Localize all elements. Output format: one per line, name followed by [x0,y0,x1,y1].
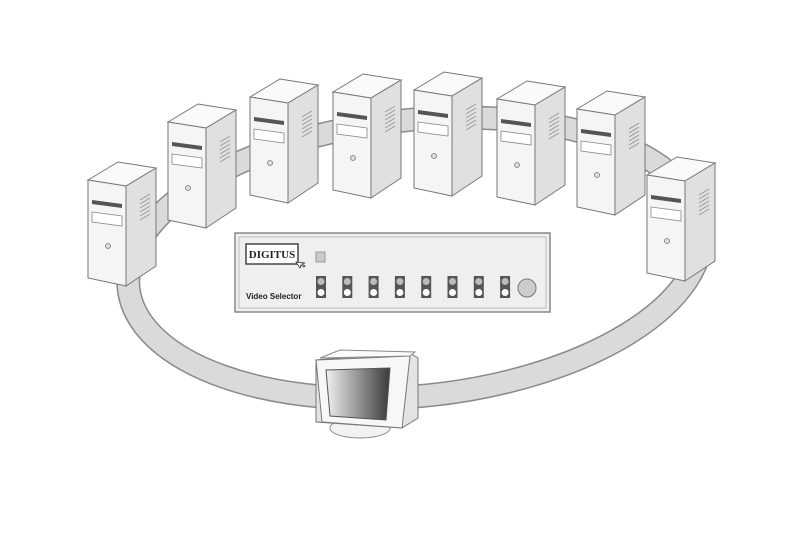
port-led [317,278,325,285]
computer-tower-8 [646,156,716,282]
computer-tower-3 [249,78,319,204]
port-switch [475,289,483,296]
power-led [315,251,326,263]
digitus-logo: DIGITUS [245,243,306,269]
port-switch [422,289,430,296]
brand-logo-text: DIGITUS [249,249,295,261]
monitor [315,349,419,439]
computer-tower-4 [332,73,402,199]
port-led [449,278,456,285]
port-button-7[interactable] [473,276,484,298]
port-led [370,278,378,285]
monitor-screen [325,367,391,421]
port-button-4[interactable] [394,276,405,298]
select-button[interactable] [517,278,537,298]
port-button-1[interactable] [316,276,326,298]
port-switch [501,289,509,296]
port-switch [317,289,325,296]
computer-tower-2 [167,103,237,229]
device-label: Video Selector [246,292,301,301]
port-button-3[interactable] [368,276,379,298]
computer-tower-5 [413,71,483,197]
port-led [475,278,483,285]
port-button-5[interactable] [421,276,432,298]
port-led [501,278,509,285]
port-switch [396,289,404,296]
computer-tower-7 [576,90,646,216]
port-switch [449,289,456,296]
computer-tower-1 [87,161,157,287]
port-led [343,278,351,285]
port-button-8[interactable] [500,276,511,298]
port-led [396,278,404,285]
port-switch [343,289,351,296]
port-button-6[interactable] [447,276,458,298]
computer-tower-6 [496,80,566,206]
port-led [422,278,430,285]
video-selector-device: DIGITUS Video Selector [234,232,551,313]
port-button-2[interactable] [342,276,353,298]
port-switch [370,289,378,296]
